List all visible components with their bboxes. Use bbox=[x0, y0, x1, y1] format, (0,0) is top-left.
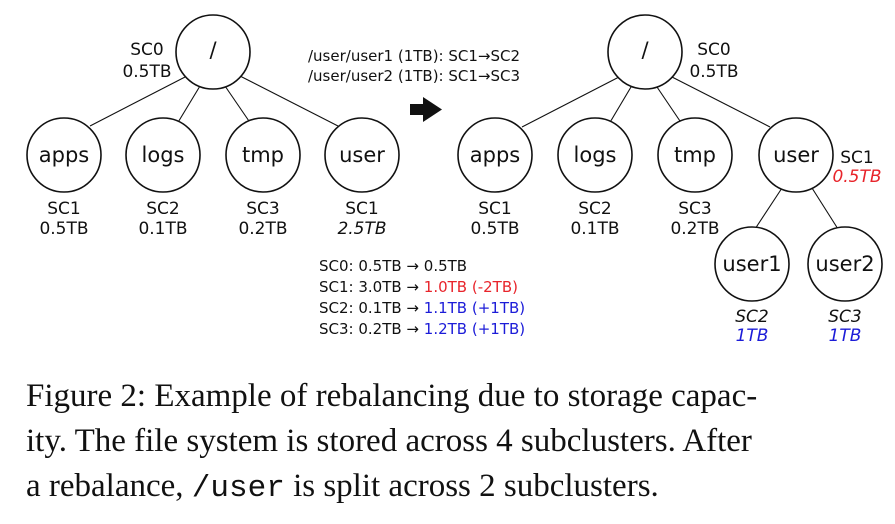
left-node-logs: logs bbox=[125, 117, 201, 193]
summary-line-sc3: SC3: 0.2TB → 1.2TB (+1TB) bbox=[319, 320, 525, 338]
svg-text:apps: apps bbox=[39, 143, 89, 167]
figure-caption: Figure 2: Example of rebalancing due to … bbox=[26, 374, 888, 511]
left-node-user: user bbox=[324, 117, 400, 193]
summary-line-sc1: SC1: 3.0TB → 1.0TB (-2TB) bbox=[319, 278, 518, 296]
left-apps-size: 0.5TB bbox=[39, 219, 88, 239]
right-tree-edges bbox=[521, 76, 839, 230]
right-node-user1: user1 bbox=[714, 226, 790, 302]
left-user-size: 2.5TB bbox=[337, 219, 386, 239]
svg-text:tmp: tmp bbox=[674, 143, 716, 167]
left-logs-size: 0.1TB bbox=[138, 219, 187, 239]
left-tree-edges bbox=[89, 75, 339, 127]
rebalancing-diagram: / SC0 0.5TB apps SC1 0.5TB logs SC2 0.1T… bbox=[26, 14, 883, 346]
right-root-label: / bbox=[641, 38, 649, 62]
left-tmp-size: 0.2TB bbox=[238, 219, 287, 239]
left-root-label: / bbox=[209, 38, 217, 62]
svg-text:user: user bbox=[339, 143, 385, 167]
right-tmp-size: 0.2TB bbox=[670, 219, 719, 239]
right-node-tmp: tmp bbox=[657, 117, 733, 193]
caption-line-1: Figure 2: Example of rebalancing due to … bbox=[26, 378, 758, 414]
right-root-size: 0.5TB bbox=[689, 62, 738, 82]
caption-line-2: ity. The file system is stored across 4 … bbox=[26, 423, 752, 459]
left-root-size: 0.5TB bbox=[122, 62, 171, 82]
right-user-size: 0.5TB bbox=[832, 167, 881, 187]
right-node-user: user bbox=[758, 117, 834, 193]
right-arrow-icon bbox=[410, 97, 442, 122]
svg-text:apps: apps bbox=[470, 143, 520, 167]
right-apps-size: 0.5TB bbox=[470, 219, 519, 239]
summary-line-sc0: SC0: 0.5TB → 0.5TB bbox=[319, 257, 467, 275]
svg-text:user1: user1 bbox=[722, 252, 781, 276]
capacity-summary: SC0: 0.5TB → 0.5TB SC1: 3.0TB → 1.0TB (-… bbox=[319, 257, 525, 338]
left-user-sc: SC1 bbox=[345, 199, 378, 219]
right-node-apps: apps bbox=[457, 117, 533, 193]
right-node-user2: user2 bbox=[807, 226, 883, 302]
svg-text:user2: user2 bbox=[815, 252, 874, 276]
user2-sc: SC3 bbox=[828, 307, 861, 327]
right-node-logs: logs bbox=[557, 117, 633, 193]
move-line-1: /user/user1 (1TB): SC1→SC2 bbox=[308, 47, 520, 65]
left-root-node: / bbox=[175, 14, 251, 90]
left-node-apps: apps bbox=[26, 117, 102, 193]
right-logs-sc: SC2 bbox=[578, 199, 611, 219]
right-user-sc: SC1 bbox=[840, 148, 873, 168]
svg-text:user: user bbox=[773, 143, 819, 167]
right-root-node: / bbox=[607, 14, 683, 90]
svg-text:logs: logs bbox=[574, 143, 617, 167]
right-apps-sc: SC1 bbox=[478, 199, 511, 219]
caption-line-3: a rebalance, /user is split across 2 sub… bbox=[26, 468, 659, 506]
svg-text:tmp: tmp bbox=[242, 143, 284, 167]
left-node-tmp: tmp bbox=[225, 117, 301, 193]
user2-size: 1TB bbox=[829, 326, 862, 346]
left-apps-sc: SC1 bbox=[47, 199, 80, 219]
right-root-sc: SC0 bbox=[697, 40, 730, 60]
left-logs-sc: SC2 bbox=[146, 199, 179, 219]
right-tmp-sc: SC3 bbox=[678, 199, 711, 219]
move-line-2: /user/user2 (1TB): SC1→SC3 bbox=[308, 67, 520, 85]
right-logs-size: 0.1TB bbox=[570, 219, 619, 239]
summary-line-sc2: SC2: 0.1TB → 1.1TB (+1TB) bbox=[319, 299, 525, 317]
user1-size: 1TB bbox=[736, 326, 769, 346]
user1-sc: SC2 bbox=[735, 307, 768, 327]
left-root-sc: SC0 bbox=[130, 40, 163, 60]
left-tmp-sc: SC3 bbox=[246, 199, 279, 219]
svg-text:logs: logs bbox=[142, 143, 185, 167]
